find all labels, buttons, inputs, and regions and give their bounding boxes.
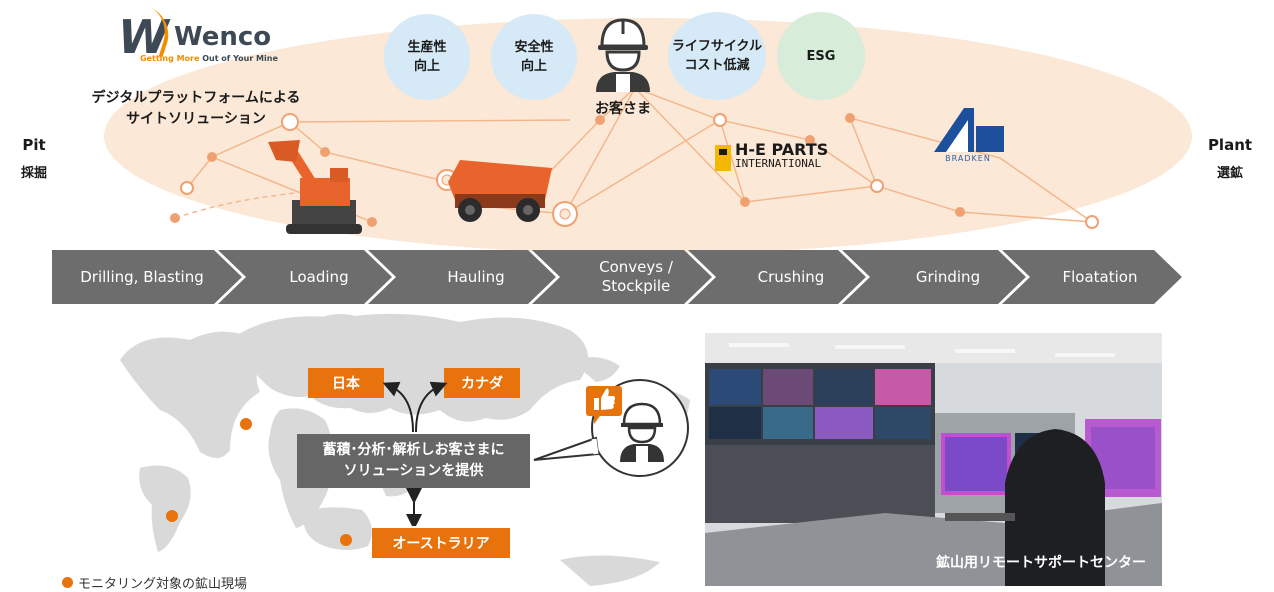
chevron-floatation — [1002, 250, 1182, 304]
benefit-productivity: 生産性向上 — [384, 14, 470, 100]
haul-truck-icon — [448, 160, 552, 222]
step-loading: Loading — [289, 267, 349, 286]
mine-site-markers — [166, 418, 352, 546]
operator-speech-bubble — [533, 379, 689, 477]
step-conveys-stockpile: Conveys /Stockpile — [599, 258, 673, 295]
photo-caption: 鉱山用リモートサポートセンター — [936, 555, 1146, 571]
plant-label: Plant 選鉱 — [1207, 136, 1253, 181]
bradken-logo-icon — [934, 108, 1004, 152]
location-australia: オーストラリア — [372, 528, 510, 558]
process-chevron-bar — [52, 250, 1182, 304]
he-parts-emblem-icon — [715, 145, 731, 171]
excavator-icon — [268, 140, 362, 234]
chevron-conveys-stockpile — [532, 250, 712, 304]
worker-icon — [620, 402, 664, 462]
step-hauling: Hauling — [447, 267, 505, 286]
step-drilling-blasting: Drilling, Blasting — [80, 267, 204, 286]
benefit-safety: 安全性向上 — [491, 14, 577, 100]
legend-marker-icon — [62, 577, 73, 588]
benefit-esg: ESG — [777, 12, 865, 100]
legend: モニタリング対象の鉱山現場 — [62, 573, 247, 592]
chevron-loading — [218, 250, 392, 304]
wenco-logo: W Wenco Getting More Out of Your Mine — [104, 6, 314, 68]
chevron-grinding — [842, 250, 1026, 304]
step-floatation: Floatation — [1062, 267, 1138, 286]
chevron-hauling — [368, 250, 556, 304]
chevron-drilling-blasting — [52, 250, 242, 304]
step-crushing: Crushing — [757, 267, 825, 286]
connection-arrows — [382, 381, 448, 526]
solution-ellipse-background — [104, 18, 1192, 254]
benefit-lifecycle-cost: ライフサイクルコスト低減 — [668, 12, 766, 100]
customer-worker-icon — [596, 18, 650, 92]
solution-center-box: 蓄積･分析･解析しお客さまにソリューションを提供 — [297, 434, 530, 488]
remote-support-center-photo: 鉱山用リモートサポートセンター — [705, 333, 1162, 586]
platform-description: デジタルプラットフォームによる サイトソリューション — [91, 90, 301, 127]
thumbs-up-icon — [586, 386, 622, 424]
chevron-crushing — [688, 250, 866, 304]
wenco-tagline: Getting More Out of Your Mine — [140, 54, 278, 63]
location-japan: 日本 — [308, 368, 384, 398]
customer-label: お客さま — [595, 101, 651, 117]
step-grinding: Grinding — [915, 267, 981, 286]
location-canada: カナダ — [444, 368, 520, 398]
control-room-illustration — [705, 333, 1162, 586]
pit-label: Pit 採掘 — [20, 136, 47, 181]
